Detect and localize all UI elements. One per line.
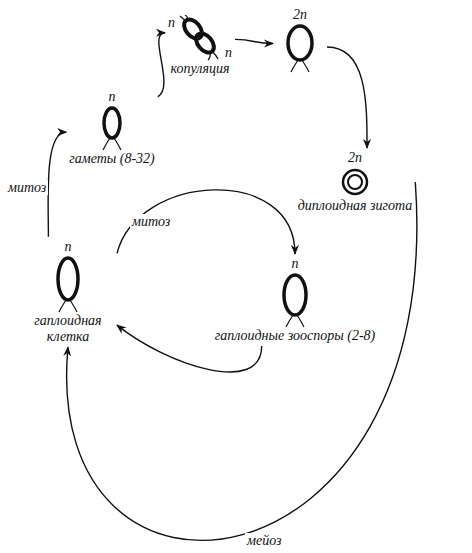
cycle-arrow <box>117 190 295 254</box>
cell-drawing <box>275 272 315 328</box>
cycle-arrow <box>158 33 165 97</box>
cycle-arrow <box>235 39 273 43</box>
stage-row: копуляция <box>171 61 230 77</box>
cell-figure <box>275 272 315 328</box>
stage-name: гаплоидные зооспоры (2-8) <box>215 328 375 344</box>
stage-row <box>336 166 374 198</box>
cell-drawing <box>178 15 222 61</box>
stage-row: гаплоидные зооспоры (2-8) <box>215 328 375 344</box>
cell-stage: n гаметы (8-32) <box>66 87 158 169</box>
ploidy-label: 2n <box>348 150 362 166</box>
stage-row: гаплоидная клетка <box>22 313 114 345</box>
cell-figure <box>95 105 129 151</box>
stage-row <box>276 23 324 73</box>
ploidy-label: n <box>168 15 175 31</box>
cycle-arrow <box>327 47 367 148</box>
cycle-arrow <box>48 132 66 237</box>
cell-figure <box>279 23 321 73</box>
stage-name: диплоидная зигота <box>298 198 413 214</box>
stage-name: гаметы (8-32) <box>69 151 155 167</box>
stage-row: диплоидная зигота <box>298 198 413 214</box>
stage-row: 2n <box>348 150 362 166</box>
cell-drawing <box>339 166 371 198</box>
ploidy-label: n <box>108 89 115 105</box>
stage-name: копуляция <box>171 61 230 77</box>
process-label: митоз <box>6 180 48 195</box>
process-label: митоз <box>130 214 172 229</box>
ploidy-label: 2n <box>293 7 307 23</box>
cell-stage: 2n диплоидная зигота <box>295 148 416 216</box>
cell-drawing <box>49 255 87 313</box>
stage-row: n <box>65 239 72 255</box>
stage-row <box>92 105 132 151</box>
stage-row: гаметы (8-32) <box>69 151 155 167</box>
cell-drawing <box>95 105 129 151</box>
stage-row <box>46 255 90 313</box>
process-label: мейоз <box>245 533 283 548</box>
stage-row: n <box>108 89 115 105</box>
ploidy-label: n <box>65 239 72 255</box>
ploidy-label: n <box>225 45 232 61</box>
cell-figure <box>339 166 371 198</box>
stage-row <box>272 272 318 328</box>
cell-stage: n гаплоидные зооспоры (2-8) <box>212 254 378 346</box>
cycle-arrow <box>67 182 417 540</box>
cell-stage: nnкопуляция <box>165 13 235 79</box>
ploidy-label: n <box>291 256 298 272</box>
stage-name: гаплоидная клетка <box>22 313 114 345</box>
cell-figure <box>49 255 87 313</box>
stage-row: n <box>291 256 298 272</box>
stage-row: nn <box>168 15 232 61</box>
stage-row: 2n <box>293 7 307 23</box>
cell-figure <box>178 15 222 61</box>
cell-stage: 2n <box>273 5 327 75</box>
cell-stage: n гаплоидная клетка <box>19 237 117 347</box>
cell-drawing <box>279 23 321 73</box>
